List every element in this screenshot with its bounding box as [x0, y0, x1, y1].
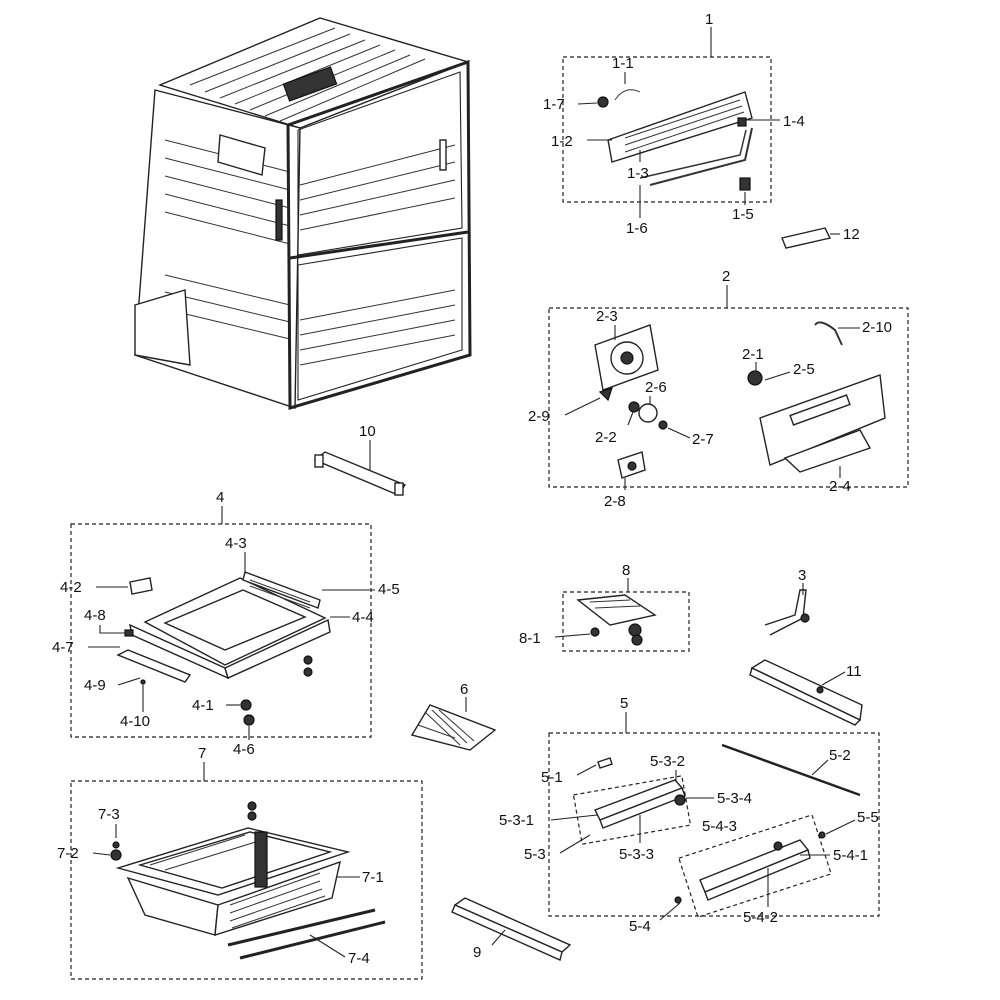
- label-5-2: 5-2: [829, 747, 851, 764]
- basket: [110, 801, 351, 936]
- label-2-5: 2-5: [793, 361, 815, 378]
- part-12: 12: [781, 226, 860, 249]
- label-9: 9: [473, 944, 481, 961]
- group-1: 1 1-1 1-7 1-2 1-3 1-4 1-5 1-6: [543, 11, 805, 237]
- label-4-7: 4-7: [52, 639, 74, 656]
- label-2-10: 2-10: [862, 319, 892, 336]
- label-4-4: 4-4: [352, 609, 374, 626]
- label-6: 6: [460, 681, 468, 698]
- label-2: 2: [722, 268, 730, 285]
- sub-assembly-5-4: [699, 839, 811, 901]
- drawer-assembly: [116, 571, 331, 726]
- label-4-8: 4-8: [84, 607, 106, 624]
- label-2-6: 2-6: [645, 379, 667, 396]
- label-5: 5: [620, 695, 628, 712]
- group-8: 8 8-1: [519, 562, 690, 652]
- sub-assembly-5-3: [594, 779, 686, 829]
- label-11: 11: [846, 663, 862, 680]
- label-1-1: 1-1: [612, 55, 634, 72]
- label-5-4-3: 5-4-3: [702, 818, 737, 835]
- refrigerator-cabinet: [134, 17, 472, 411]
- label-2-2: 2-2: [595, 429, 617, 446]
- label-8: 8: [622, 562, 630, 579]
- label-5-3-1: 5-3-1: [499, 812, 534, 829]
- label-2-4: 2-4: [829, 478, 851, 495]
- label-1-4: 1-4: [783, 113, 805, 130]
- label-4-3: 4-3: [225, 535, 247, 552]
- label-5-4: 5-4: [629, 918, 651, 935]
- label-5-3-4: 5-3-4: [717, 790, 752, 807]
- label-10: 10: [359, 423, 376, 440]
- label-2-8: 2-8: [604, 493, 626, 510]
- label-1-2: 1-2: [551, 133, 573, 150]
- part-9: 9: [451, 897, 572, 961]
- label-7-3: 7-3: [98, 806, 120, 823]
- part-11: 11: [749, 659, 863, 726]
- label-1-3: 1-3: [627, 165, 649, 182]
- part-3: 3: [764, 567, 810, 636]
- label-4-2: 4-2: [60, 579, 82, 596]
- label-2-1: 2-1: [742, 346, 764, 363]
- label-1-6: 1-6: [626, 220, 648, 237]
- label-2-9: 2-9: [528, 408, 550, 425]
- part-10: 10: [313, 423, 407, 496]
- group-7: 7 7-3 7-2 7-1 7-4: [57, 745, 423, 980]
- label-5-4-2: 5-4-2: [743, 909, 778, 926]
- evaporator-assembly: [597, 89, 753, 191]
- label-4-10: 4-10: [120, 713, 150, 730]
- label-12: 12: [843, 226, 860, 243]
- label-4: 4: [216, 489, 224, 506]
- label-1-5: 1-5: [732, 206, 754, 223]
- label-5-1: 5-1: [541, 769, 563, 786]
- label-4-9: 4-9: [84, 677, 106, 694]
- fan-bracket: [594, 324, 659, 391]
- label-7-1: 7-1: [362, 869, 384, 886]
- label-4-6: 4-6: [233, 741, 255, 758]
- label-1: 1: [705, 11, 713, 28]
- label-2-7: 2-7: [692, 431, 714, 448]
- group-5: 5 5-2 5-1 5-3-2 5-3-4 5-3-1 5-4-3 5-5 5-…: [499, 695, 880, 935]
- group-2: 2 2-3 2-10 2-1 2-5 2-6 2-9 2-2: [528, 268, 909, 510]
- label-5-4-1: 5-4-1: [833, 847, 868, 864]
- part-6: 6: [410, 681, 497, 751]
- group-4: 4 4-3 4-2 4-5 4-8 4-4 4-7: [52, 489, 400, 758]
- label-5-3: 5-3: [524, 846, 546, 863]
- label-5-3-2: 5-3-2: [650, 753, 685, 770]
- label-3: 3: [798, 567, 806, 584]
- label-2-3: 2-3: [596, 308, 618, 325]
- label-8-1: 8-1: [519, 630, 541, 647]
- label-4-1: 4-1: [192, 697, 214, 714]
- label-7-4: 7-4: [348, 950, 370, 967]
- evaporator-cover: [759, 374, 886, 473]
- label-4-5: 4-5: [378, 581, 400, 598]
- label-7: 7: [198, 745, 206, 762]
- label-1-7: 1-7: [543, 96, 565, 113]
- label-5-3-3: 5-3-3: [619, 846, 654, 863]
- label-7-2: 7-2: [57, 845, 79, 862]
- label-5-5: 5-5: [857, 809, 879, 826]
